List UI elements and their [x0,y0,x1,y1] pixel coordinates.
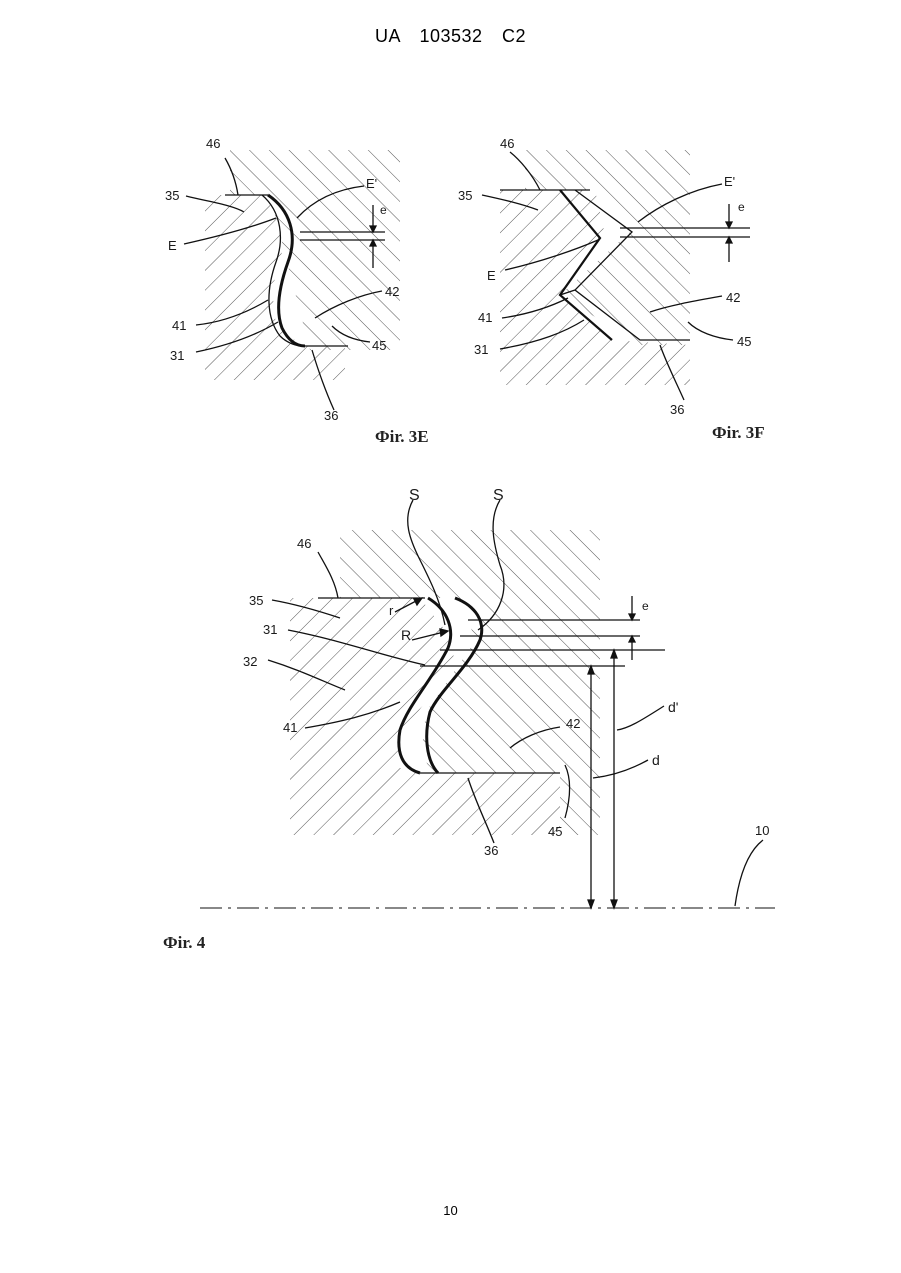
label-10: 10 [755,823,769,838]
figure-3f: 46 35 E E' e 42 41 31 45 36 Фir. 3F [458,136,765,442]
label-41: 41 [478,310,492,325]
label-35: 35 [458,188,472,203]
label-45: 45 [372,338,386,353]
label-31: 31 [474,342,488,357]
label-E: E [168,238,177,253]
label-41: 41 [283,720,297,735]
figure-caption-3e: Фir. 3E [375,427,429,446]
label-46: 46 [500,136,514,151]
figure-caption-4: Фir. 4 [163,933,206,952]
label-e: e [642,599,649,613]
label-45: 45 [737,334,751,349]
label-31: 31 [263,622,277,637]
label-R: R [401,627,411,643]
label-46: 46 [297,536,311,551]
label-46: 46 [206,136,220,151]
label-S-left: S [409,487,420,504]
label-d-prime: d' [668,699,678,715]
label-41: 41 [172,318,186,333]
label-36: 36 [484,843,498,858]
label-35: 35 [249,593,263,608]
label-e: e [738,200,745,214]
label-E-prime: E' [366,176,377,191]
label-e: e [380,203,387,217]
label-r: r [389,603,394,618]
label-35: 35 [165,188,179,203]
label-42: 42 [385,284,399,299]
label-36: 36 [324,408,338,423]
label-S-right: S [493,487,504,504]
label-42: 42 [726,290,740,305]
figure-3e: 46 35 E E' e 42 41 31 45 36 Фir. 3E [150,136,429,446]
label-32: 32 [243,654,257,669]
label-36: 36 [670,402,684,417]
label-31: 31 [170,348,184,363]
label-d: d [652,752,660,768]
label-42: 42 [566,716,580,731]
figure-4: S S 46 35 31 32 r R e 41 42 d' d 45 36 1… [163,487,775,952]
label-45: 45 [548,824,562,839]
label-E-prime: E' [724,174,735,189]
label-E: E [487,268,496,283]
figure-caption-3f: Фir. 3F [712,423,765,442]
page-number: 10 [0,1203,901,1218]
